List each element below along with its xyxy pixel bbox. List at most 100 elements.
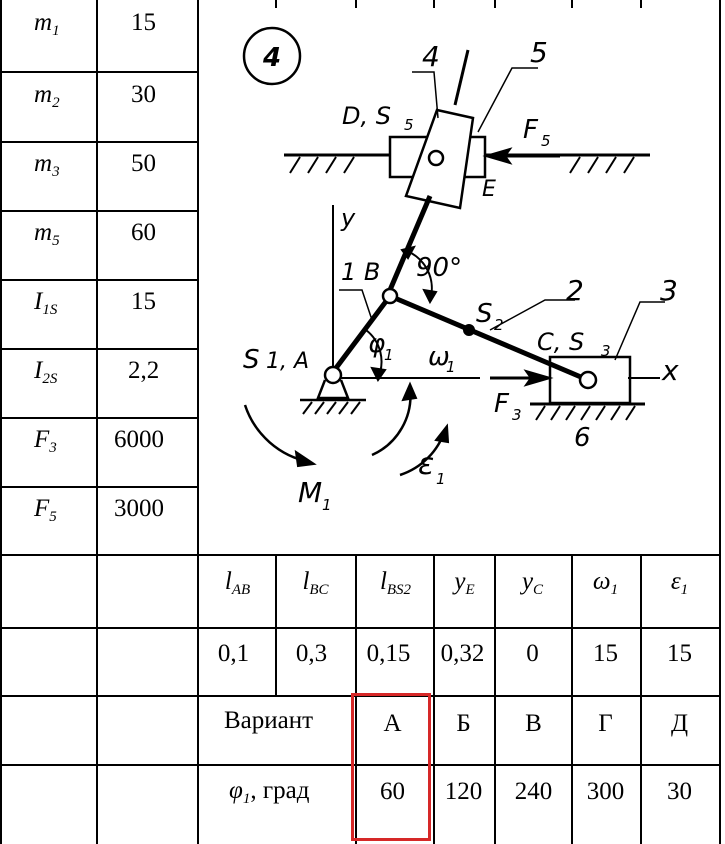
dim-header: lBS2 xyxy=(379,568,412,598)
param-label: I1S xyxy=(34,288,58,318)
param-value: 15 xyxy=(131,288,156,315)
dim-header: ω1 xyxy=(592,568,619,598)
param-value: 6000 xyxy=(114,426,164,453)
angle-value: 120 xyxy=(444,778,483,805)
label-s2-sub: 2 xyxy=(494,316,504,334)
grid-line xyxy=(0,71,197,73)
label-phi-sub: 1 xyxy=(384,346,394,364)
variant-letter: Г xyxy=(598,710,613,737)
grid-line xyxy=(0,0,2,844)
param-label: m2 xyxy=(34,81,60,111)
dim-value: 15 xyxy=(593,640,618,667)
grid-line xyxy=(355,0,357,8)
grid-line xyxy=(719,0,721,844)
angle-label: φ1, град xyxy=(229,777,310,807)
label-s1: S xyxy=(243,345,260,375)
label-phi: φ xyxy=(368,329,385,359)
label-epsilon: ε xyxy=(418,447,434,482)
variant-letter: Д xyxy=(670,710,689,737)
param-value: 15 xyxy=(131,9,156,36)
label-b: 1 B xyxy=(341,258,380,286)
label-omega: ω xyxy=(428,342,450,372)
variant-number-circle xyxy=(242,26,302,86)
label-f5-sub: 5 xyxy=(541,132,551,150)
label-c: C, S xyxy=(537,328,584,356)
grid-line xyxy=(0,141,197,143)
grid-line xyxy=(494,554,496,844)
label-f3-sub: 3 xyxy=(512,406,522,424)
dim-header: lBC xyxy=(302,568,329,598)
dim-header: yE xyxy=(454,568,475,598)
param-label: m5 xyxy=(34,219,60,249)
param-value: 60 xyxy=(131,219,156,246)
param-label: m1 xyxy=(34,9,60,39)
label-m-sub: 1 xyxy=(322,496,332,514)
param-value: 3000 xyxy=(114,495,164,522)
grid-line xyxy=(494,0,496,8)
variant-letter: В xyxy=(525,710,542,737)
param-value: 30 xyxy=(131,81,156,108)
grid-line xyxy=(0,486,197,488)
dim-value: 0,1 xyxy=(217,640,250,667)
grid-line xyxy=(0,764,721,766)
grid-line xyxy=(571,0,573,8)
label-e: E xyxy=(482,177,496,202)
grid-line xyxy=(0,417,197,419)
grid-line xyxy=(0,554,721,556)
label-s2: S xyxy=(476,299,493,329)
dim-header: yC xyxy=(521,568,544,598)
label-90: 90° xyxy=(416,253,462,283)
label-3: 3 xyxy=(660,274,678,307)
grid-line xyxy=(433,0,435,8)
variant-number: 4 xyxy=(262,43,281,73)
angle-value: 300 xyxy=(586,778,625,805)
grid-line xyxy=(355,554,357,844)
param-label: F3 xyxy=(34,426,57,456)
grid-line xyxy=(433,554,435,844)
param-label: m3 xyxy=(34,150,60,180)
angle-value: 30 xyxy=(667,778,692,805)
param-label: I2S xyxy=(34,357,58,387)
variant-letter: Б xyxy=(456,710,471,737)
grid-line xyxy=(197,0,199,844)
param-label: F5 xyxy=(34,495,57,525)
grid-line xyxy=(0,348,197,350)
label-s1a: 1, A xyxy=(266,349,309,374)
label-f3: F xyxy=(494,389,510,419)
dim-value: 0,32 xyxy=(440,640,485,667)
mechanism-diagram: 4 xyxy=(242,26,679,514)
variant-letter: А xyxy=(383,710,402,737)
label-c3: 3 xyxy=(601,342,611,360)
angle-value: 240 xyxy=(514,778,553,805)
label-y: y xyxy=(340,204,356,232)
label-f5: F xyxy=(523,115,539,145)
grid-line xyxy=(0,627,721,629)
label-2: 2 xyxy=(566,274,584,307)
dim-value: 0 xyxy=(526,640,539,667)
label-d: D, S xyxy=(342,102,391,130)
dim-value: 0,15 xyxy=(366,640,411,667)
dim-value: 15 xyxy=(667,640,692,667)
angle-value: 60 xyxy=(380,778,405,805)
grid-line xyxy=(275,554,277,695)
grid-line xyxy=(275,0,277,8)
label-d5: 5 xyxy=(404,116,414,134)
param-value: 2,2 xyxy=(128,357,160,384)
label-omega-sub: 1 xyxy=(446,358,456,376)
label-x: x xyxy=(661,354,679,387)
dim-header: ε1 xyxy=(670,568,689,598)
dim-value: 0,3 xyxy=(295,640,328,667)
grid-line xyxy=(0,210,197,212)
grid-line xyxy=(640,0,642,8)
variant-label: Вариант xyxy=(224,707,314,734)
dim-header: lAB xyxy=(224,568,251,598)
grid-line xyxy=(96,0,98,844)
label-m: M xyxy=(298,476,322,509)
label-5: 5 xyxy=(530,36,548,69)
grid-line xyxy=(0,279,197,281)
grid-line xyxy=(640,554,642,844)
selected-variant-highlight xyxy=(351,693,431,841)
label-epsilon-sub: 1 xyxy=(436,470,446,488)
grid-line xyxy=(571,554,573,844)
